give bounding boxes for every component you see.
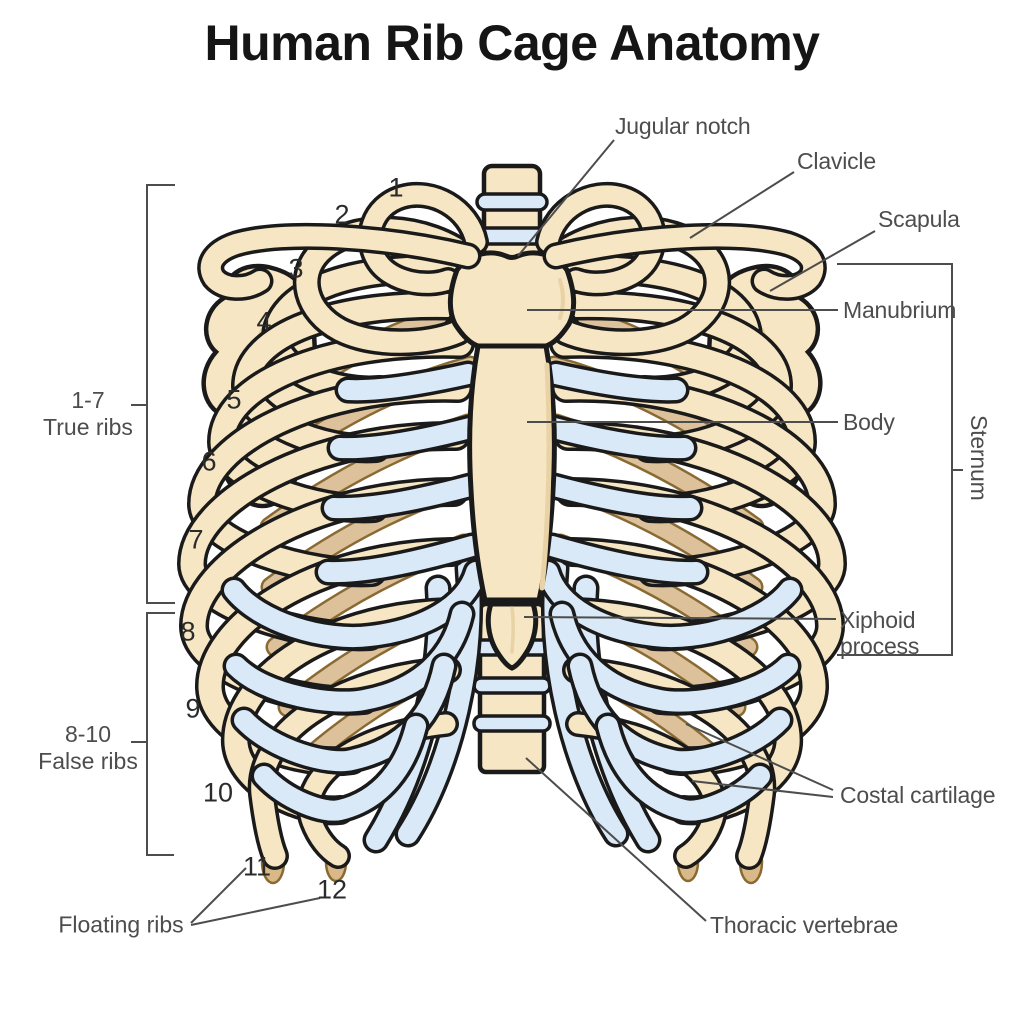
floating-ribs-line-1	[190, 867, 247, 924]
rib-number-9: 9	[185, 693, 201, 724]
label-floating-ribs: Floating ribs	[46, 912, 196, 939]
label-clavicle: Clavicle	[797, 148, 876, 174]
label-costal-cartilage: Costal cartilage	[840, 782, 996, 808]
rib-number-8: 8	[180, 616, 196, 647]
label-false-ribs: 8-10 False ribs	[28, 721, 148, 775]
label-sternum: Sternum	[966, 415, 992, 501]
label-true-ribs: 1-7 True ribs	[28, 387, 148, 441]
floating-ribs-name: Floating ribs	[58, 911, 184, 938]
true-ribs-range: 1-7	[71, 387, 105, 413]
costal-cartilage-line-2	[691, 780, 834, 798]
label-manubrium: Manubrium	[843, 297, 957, 323]
rib-number-4: 4	[256, 306, 272, 337]
true-ribs-bracket	[131, 184, 175, 604]
label-body: Body	[843, 409, 895, 435]
sternum-bracket	[837, 263, 963, 656]
rib-number-12: 12	[316, 874, 348, 905]
label-xiphoid-process: Xiphoid process	[840, 607, 920, 659]
scapula-line	[769, 230, 876, 292]
label-jugular-notch: Jugular notch	[615, 113, 751, 139]
sternum-body-shape	[467, 343, 557, 603]
annotation-lines	[131, 139, 963, 926]
label-scapula: Scapula	[878, 206, 960, 232]
floating-ribs-line-2	[190, 897, 321, 926]
rib-number-10: 10	[202, 777, 234, 808]
clavicle-line	[689, 171, 795, 239]
false-ribs-range: 8-10	[64, 721, 112, 747]
label-thoracic-vertebrae: Thoracic vertebrae	[710, 912, 899, 938]
costal-cartilage-line-1	[685, 723, 834, 791]
false-ribs-bracket	[131, 612, 175, 856]
rib-number-2: 2	[334, 199, 350, 230]
rib-number-11: 11	[242, 851, 272, 882]
rib-number-1: 1	[388, 172, 404, 203]
thoracic-vertebrae-line	[525, 757, 707, 922]
rib-number-3: 3	[288, 253, 304, 284]
true-ribs-name: True ribs	[43, 414, 133, 440]
rib-number-5: 5	[226, 384, 242, 415]
false-ribs-name: False ribs	[38, 748, 138, 774]
manubrium-shape	[447, 250, 577, 349]
rib-number-6: 6	[201, 446, 217, 477]
sternum-shape	[447, 250, 577, 671]
xiphoid-line	[523, 616, 837, 620]
page-title: Human Rib Cage Anatomy	[204, 15, 820, 71]
rib-number-7: 7	[188, 524, 204, 555]
jugular-notch-line	[517, 139, 615, 257]
